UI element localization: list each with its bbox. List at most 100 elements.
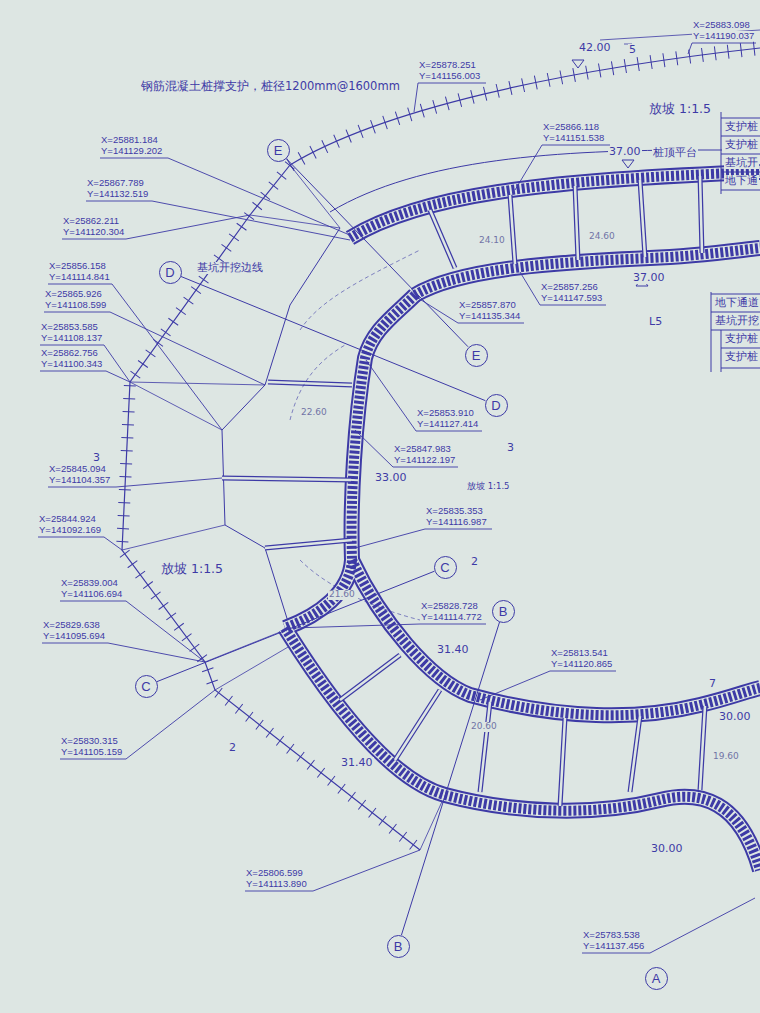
coordinate-label: X=25883.098 (692, 20, 751, 30)
dimension-label: 31.40 (340, 757, 374, 769)
table-cell: 支护桩 (724, 139, 759, 151)
coordinate-label: X=25783.538 (582, 930, 641, 940)
coordinate-label: Y=141137.456 (582, 941, 645, 951)
coordinate-label: Y=141114.841 (48, 272, 111, 282)
coordinate-label: Y=141108.599 (44, 300, 107, 310)
coordinate-label: Y=141100.343 (40, 359, 103, 369)
coordinate-label: X=25847.983 (393, 444, 452, 454)
coordinate-label: Y=141127.414 (416, 419, 479, 429)
coordinate-label: X=25865.926 (44, 289, 103, 299)
dimension-label: 37.00 (632, 272, 666, 284)
dimension-label: 30.00 (718, 711, 752, 723)
coordinate-label: Y=141105.159 (60, 747, 123, 757)
note-text: 桩顶平台 (652, 147, 698, 159)
slope-note: 放坡 1:1.5 (648, 102, 712, 116)
coordinate-label: Y=141129.202 (100, 146, 163, 156)
coordinate-label: X=25853.910 (416, 408, 475, 418)
elevation-label: 21.60 (328, 590, 356, 600)
axis-letter: D (491, 399, 500, 412)
coordinate-label: X=25867.789 (86, 178, 145, 188)
coordinate-label: Y=141135.344 (458, 311, 521, 321)
dimension-label: 2 (228, 742, 237, 754)
table-cell: 支护桩 (724, 121, 759, 133)
elevation-label: 19.60 (712, 752, 740, 762)
axis-line-stroke (157, 571, 435, 681)
axis-marker: B (387, 935, 410, 958)
axis-marker: B (492, 600, 515, 623)
coordinate-label: Y=141116.987 (425, 517, 488, 527)
coordinate-label: Y=141095.694 (42, 631, 106, 641)
axis-line (181, 276, 486, 400)
coordinate-label: X=25878.251 (418, 60, 477, 70)
dimension-label: 5 (628, 44, 637, 56)
dimension-label: 31.40 (436, 644, 470, 656)
support-note: 钢筋混凝土桩撑支护，桩径1200mm@1600mm (140, 80, 401, 93)
coordinate-label: X=25866.118 (542, 122, 600, 132)
coordinate-label: X=25862.756 (40, 348, 99, 358)
table-cell: 地下通 (724, 175, 759, 187)
elevation-label: 22.60 (300, 408, 328, 418)
coordinate-label: Y=141108.137 (40, 333, 103, 343)
coordinate-label: X=25839.004 (60, 578, 119, 588)
table-cell: 基坑开挖 (714, 315, 760, 327)
elevation-label: 24.10 (478, 236, 506, 246)
coordinate-label: Y=141113.890 (245, 879, 308, 889)
dimension-label: 33.00 (374, 472, 408, 484)
coordinate-label: Y=141120.304 (62, 227, 125, 237)
coordinate-label: Y=141120.865 (550, 659, 613, 669)
axis-marker: E (465, 344, 488, 367)
dimension-label: 42.00 (578, 42, 612, 54)
coordinate-label: X=25829.638 (42, 620, 101, 630)
axis-line (401, 622, 499, 935)
axis-marker: C (135, 675, 158, 698)
dimension-label: 3 (92, 452, 101, 464)
axis-line-stroke (181, 276, 486, 400)
axis-letter: A (652, 972, 661, 985)
elevation-label: 24.60 (588, 232, 616, 242)
slope-note: 放坡 1:1.5 (466, 482, 511, 491)
elevation-label: 20.60 (470, 722, 498, 732)
dimension-label: 37.00 (608, 146, 642, 158)
axis-letter: C (141, 680, 150, 693)
axis-line (286, 158, 468, 346)
coordinate-label: X=25845.094 (48, 464, 107, 474)
coordinate-label: X=25813.541 (550, 648, 609, 658)
dimension-label: 7 (708, 678, 717, 690)
coordinate-label: X=25862.211 (62, 216, 120, 226)
note-text: 基坑开挖边线 (196, 262, 264, 274)
coordinate-label: Y=141106.694 (60, 589, 123, 599)
coordinate-label: X=25857.870 (458, 300, 517, 310)
axis-marker: D (485, 394, 508, 417)
coordinate-label: X=25853.585 (40, 322, 99, 332)
coordinate-label: X=25835.353 (425, 506, 484, 516)
coordinate-label: X=25828.728 (420, 601, 479, 611)
axis-letter: E (472, 349, 481, 362)
coordinate-label: Y=141151.538 (542, 133, 605, 143)
table-cell: 基坑开 (724, 157, 759, 169)
axis-marker: D (159, 261, 182, 284)
coordinate-label: X=25856.158 (48, 261, 107, 271)
axis-marker: A (645, 967, 668, 990)
coordinate-label: X=25844.924 (38, 514, 97, 524)
slope-note: 放坡 1:1.5 (160, 562, 224, 576)
note-text: L5 (648, 316, 663, 328)
coordinate-label: X=25857.256 (540, 282, 599, 292)
dimension-label: 2 (470, 556, 479, 568)
coordinate-label: Y=141104.357 (48, 475, 111, 485)
axis-line-stroke (286, 158, 468, 346)
coordinate-label: X=25881.184 (100, 135, 159, 145)
axis-letter: B (394, 940, 403, 953)
axis-letter: C (440, 561, 449, 574)
coordinate-label: X=25806.599 (245, 868, 304, 878)
coordinate-label: Y=141122.197 (393, 455, 456, 465)
coordinate-label: Y=141092.169 (38, 525, 102, 535)
table-cell: 支护桩 (724, 333, 759, 345)
coordinate-label: Y=141132.519 (86, 189, 149, 199)
coordinate-label: Y=141156.003 (418, 71, 481, 81)
coordinate-label: Y=141190.037 (692, 31, 755, 41)
coordinate-label: X=25830.315 (60, 736, 119, 746)
table-cell: 支护桩 (724, 351, 759, 363)
table-cell: 地下通道 (714, 297, 760, 309)
axis-marker: E (267, 139, 290, 162)
